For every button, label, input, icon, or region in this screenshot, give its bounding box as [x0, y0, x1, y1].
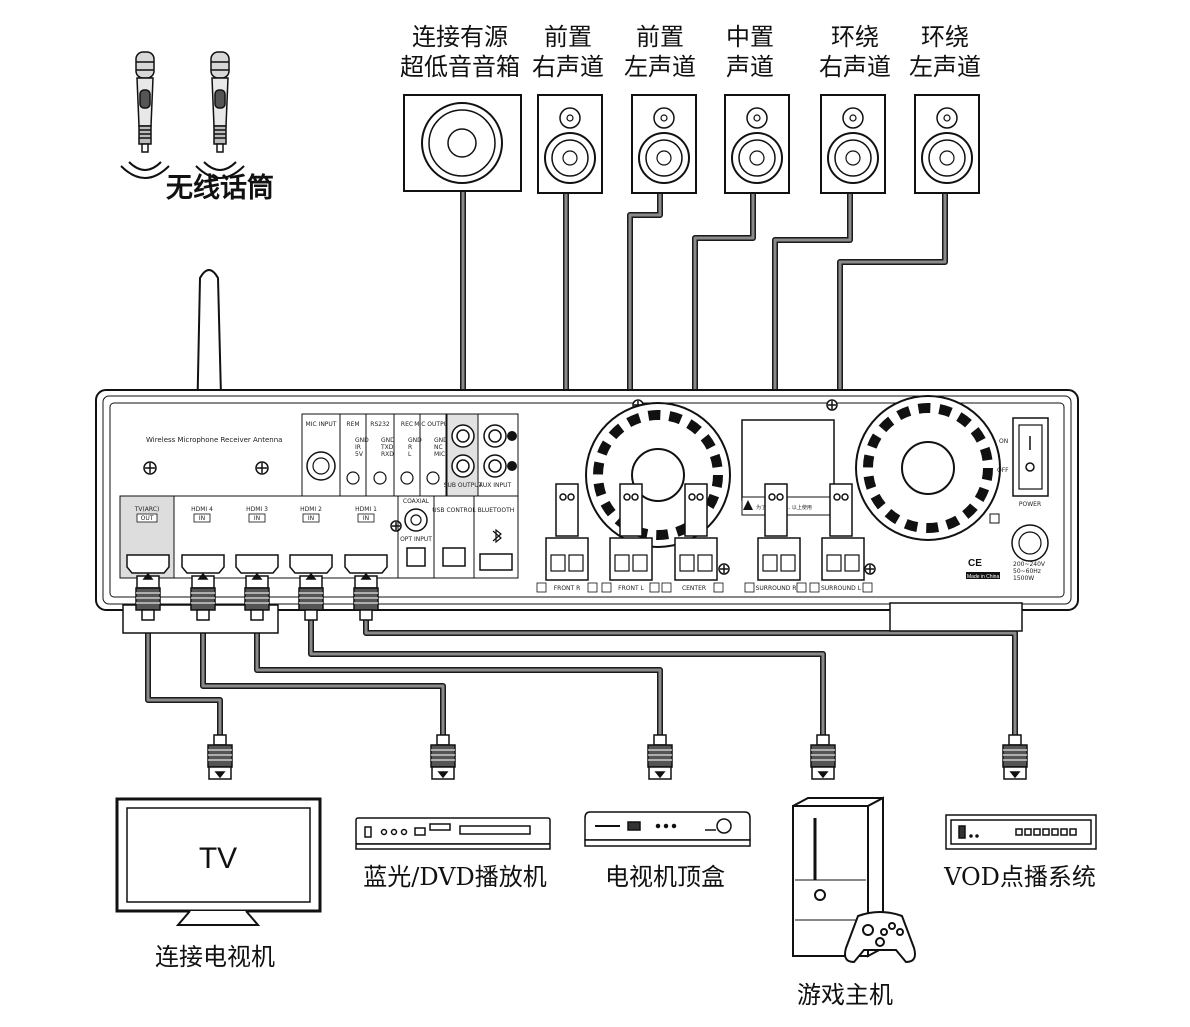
speaker-label-subwoofer: 连接有源 超低音音箱	[400, 23, 520, 81]
device-label-bluray: 蓝光/DVD播放机	[363, 863, 547, 891]
device-label-vod: VOD点播系统	[944, 863, 1096, 891]
cable-bluray	[200, 620, 446, 735]
hdmi-port-labels: TV(ARC) OUT HDMI 4 IN HDMI 3 IN HDMI 2 I…	[134, 506, 377, 523]
power-switch[interactable]	[1012, 417, 1049, 497]
svg-text:RXD: RXD	[381, 451, 394, 458]
svg-text:IN: IN	[308, 515, 314, 522]
usb-a-port-icon	[479, 553, 513, 571]
svg-text:GND: GND	[381, 437, 395, 444]
svg-text:SURROUND R: SURROUND R	[756, 585, 797, 592]
speaker-surround-right	[820, 94, 886, 194]
speaker-label-front-right: 前置 右声道	[532, 23, 604, 81]
usb-control-label: USB CONTROL	[432, 507, 476, 514]
tv-screen-text: TV	[199, 842, 237, 875]
svg-text:OUT: OUT	[141, 515, 154, 522]
device-label-tv: 连接电视机	[155, 943, 275, 971]
svg-text:TV(ARC): TV(ARC)	[134, 506, 160, 513]
fan-icon	[585, 402, 731, 548]
terminal-labels: FRONT R FRONT L CENTER SURROUND R SURROU…	[536, 582, 873, 593]
svg-text:5V: 5V	[355, 451, 364, 458]
coaxial-label: COAXIAL	[403, 498, 430, 505]
tv-icon: TV	[115, 797, 322, 926]
cable-vod	[363, 620, 1018, 735]
aux-input-label: AUX INPUT	[479, 482, 512, 489]
hdmi-plug-icon	[207, 734, 1028, 780]
speaker-surround-left	[914, 94, 980, 194]
microphone-icon	[120, 51, 245, 179]
rca-jack-icon	[451, 424, 507, 478]
speaker-center	[724, 94, 790, 194]
vod-system-icon	[945, 814, 1097, 850]
mic-input-label: MIC INPUT	[306, 421, 337, 428]
svg-text:HDMI 4: HDMI 4	[191, 506, 213, 513]
hdmi-port-icon	[126, 554, 388, 574]
power-on-label: ON	[999, 438, 1008, 445]
svg-text:HDMI 1: HDMI 1	[355, 506, 377, 513]
mic-output-label: MIC OUTPUT	[414, 421, 452, 428]
svg-text:NC: NC	[434, 444, 443, 451]
svg-text:SURROUND L: SURROUND L	[821, 585, 862, 592]
svg-text:FRONT R: FRONT R	[554, 585, 581, 592]
speaker-terminals	[545, 537, 865, 581]
svg-text:R: R	[408, 444, 412, 451]
optical-port-icon	[406, 547, 426, 567]
opt-input-label: OPT INPUT	[400, 536, 432, 543]
svg-text:HDMI 2: HDMI 2	[300, 506, 322, 513]
svg-text:1500W: 1500W	[1013, 575, 1034, 582]
fan-icon	[855, 395, 1001, 541]
cable-tv	[145, 620, 223, 735]
svg-text:CENTER: CENTER	[682, 585, 706, 592]
svg-text:MIC: MIC	[434, 451, 445, 458]
device-label-console: 游戏主机	[797, 981, 893, 1009]
svg-text:TXD: TXD	[380, 444, 394, 451]
svg-text:IN: IN	[254, 515, 260, 522]
made-in-label: Made in China	[967, 574, 999, 580]
svg-text:50~60Hz: 50~60Hz	[1013, 568, 1041, 575]
rs232-label: RS232	[370, 421, 390, 428]
power-label: POWER	[1019, 501, 1041, 508]
power-socket-icon	[1011, 524, 1049, 562]
svg-text:GND: GND	[408, 437, 422, 444]
svg-text:200~240V: 200~240V	[1013, 561, 1046, 568]
svg-text:GND: GND	[355, 437, 369, 444]
speaker-label-front-left: 前置 左声道	[624, 23, 696, 81]
rem-label: REM	[346, 421, 359, 428]
device-label-settop: 电视机顶盒	[605, 863, 725, 891]
bluetooth-label: BLUETOOTH	[478, 507, 515, 514]
usb-port-icon	[442, 547, 466, 567]
svg-text:FRONT L: FRONT L	[618, 585, 644, 592]
svg-text:HDMI 3: HDMI 3	[246, 506, 268, 513]
cable-console	[308, 620, 826, 735]
svg-text:L: L	[408, 451, 412, 458]
svg-text:IN: IN	[363, 515, 369, 522]
speaker-front-left	[631, 94, 697, 194]
bluetooth-icon	[492, 528, 502, 544]
hdmi-cables	[145, 620, 1018, 735]
svg-text:IN: IN	[199, 515, 205, 522]
game-controller-icon	[844, 911, 916, 964]
speaker-label-surround-right: 环绕 右声道	[819, 23, 891, 81]
receiver: Wireless Microphone Receiver Antenna TV(…	[95, 269, 1079, 634]
speaker-front-right	[537, 94, 603, 194]
svg-text:IR: IR	[355, 444, 361, 451]
sub-output-label: SUB OUTPUT	[444, 482, 483, 489]
hdmi-plug-icon	[135, 572, 379, 621]
subwoofer	[403, 94, 522, 192]
settop-box-icon	[584, 811, 751, 847]
svg-text:GND: GND	[434, 437, 448, 444]
antenna-label: Wireless Microphone Receiver Antenna	[146, 436, 282, 444]
bluray-player-icon	[355, 817, 551, 850]
ce-mark: CE	[968, 558, 982, 569]
cable-settop	[254, 620, 663, 735]
speaker-plug-icon	[555, 483, 853, 537]
rec-label: REC	[401, 421, 413, 428]
speaker-label-center: 中置 声道	[726, 23, 774, 81]
power-off-label: OFF	[997, 467, 1009, 474]
speaker-label-surround-left: 环绕 左声道	[909, 23, 981, 81]
